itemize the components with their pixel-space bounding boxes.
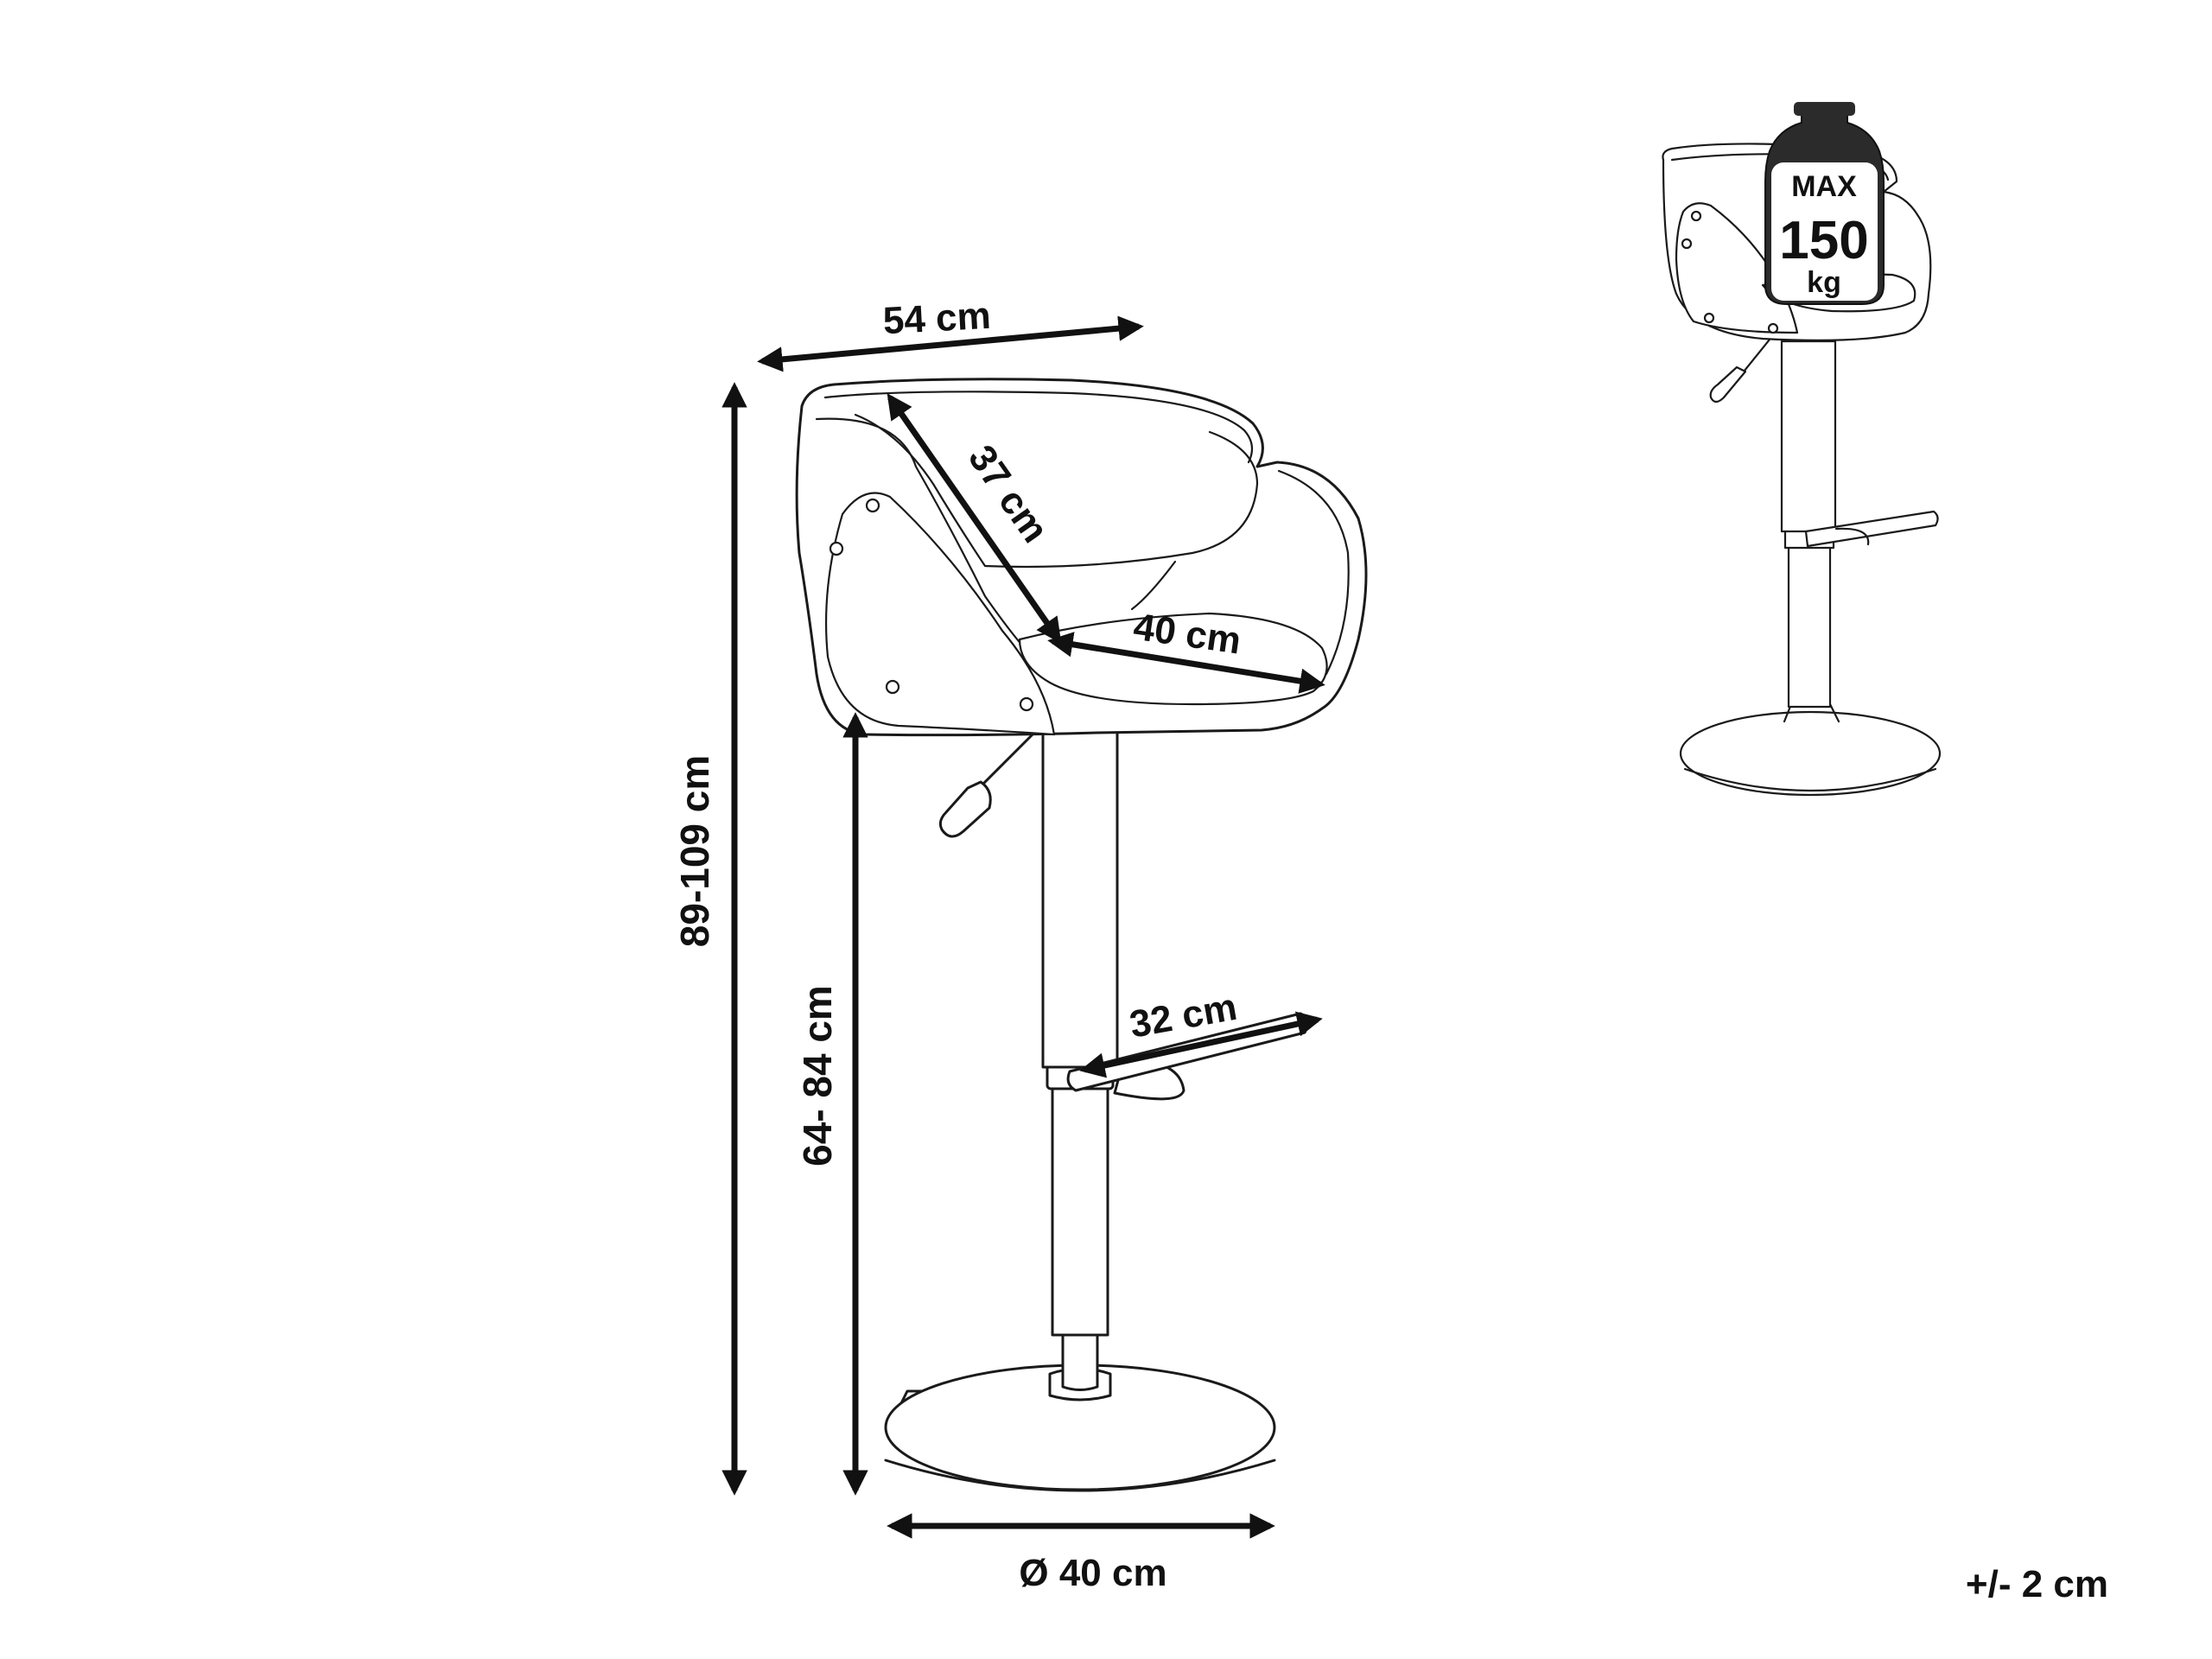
base-rim [884,1459,1276,1492]
label-base-diameter: Ø 40 cm [1019,1552,1166,1594]
weight-unit-text: kg [1807,266,1841,299]
dimension-arrows [721,315,1325,1539]
weight-max-text: MAX [1791,170,1857,203]
backrest-rim [823,391,1254,464]
thumb-base-rim [1683,767,1937,792]
label-total-height: 89-109 cm [672,755,717,948]
thumb-base-disc [1679,710,1942,797]
screw [1019,696,1034,712]
tolerance-note: +/- 2 cm [1966,1563,2108,1605]
thumb-lever-handle [1709,365,1747,404]
thumb-footrest-bracket [1834,527,1870,546]
weight-badge-cap [1794,102,1855,116]
thumb-screw [1681,238,1693,250]
label-width: 54 cm [882,295,992,342]
main-stool-drawing [795,378,1368,1492]
thumb-screw [1690,210,1702,222]
gas-column-lower [1051,1078,1109,1337]
screw [865,498,880,513]
thumb-column-lower [1787,543,1832,709]
thumb-column-upper [1780,340,1837,533]
seat-gap-line [1130,560,1177,611]
armrest-inner [1277,469,1350,676]
thumb-screw [1703,312,1715,324]
label-seat-height: 64- 84 cm [795,985,840,1166]
weight-badge-label-area [1771,162,1878,301]
thumb-side-panel [1675,202,1799,334]
seat-width-arrow [1047,632,1325,694]
width-arrow [757,315,1144,372]
depth-arrow [887,393,1062,644]
thumb-screw [1767,322,1779,334]
lower-column [1061,1329,1099,1391]
max-weight-badge: MAX 150 kg [1764,102,1885,305]
weight-value-text: 150 [1779,211,1868,270]
gas-column-upper [1041,720,1119,1069]
lever-handle [938,780,992,838]
footrest-arrow [1079,1011,1323,1078]
thumbnail-stool: MAX 150 kg [1662,102,1942,797]
thumb-footrest [1804,510,1939,548]
screw [829,541,844,556]
screw [885,679,900,695]
